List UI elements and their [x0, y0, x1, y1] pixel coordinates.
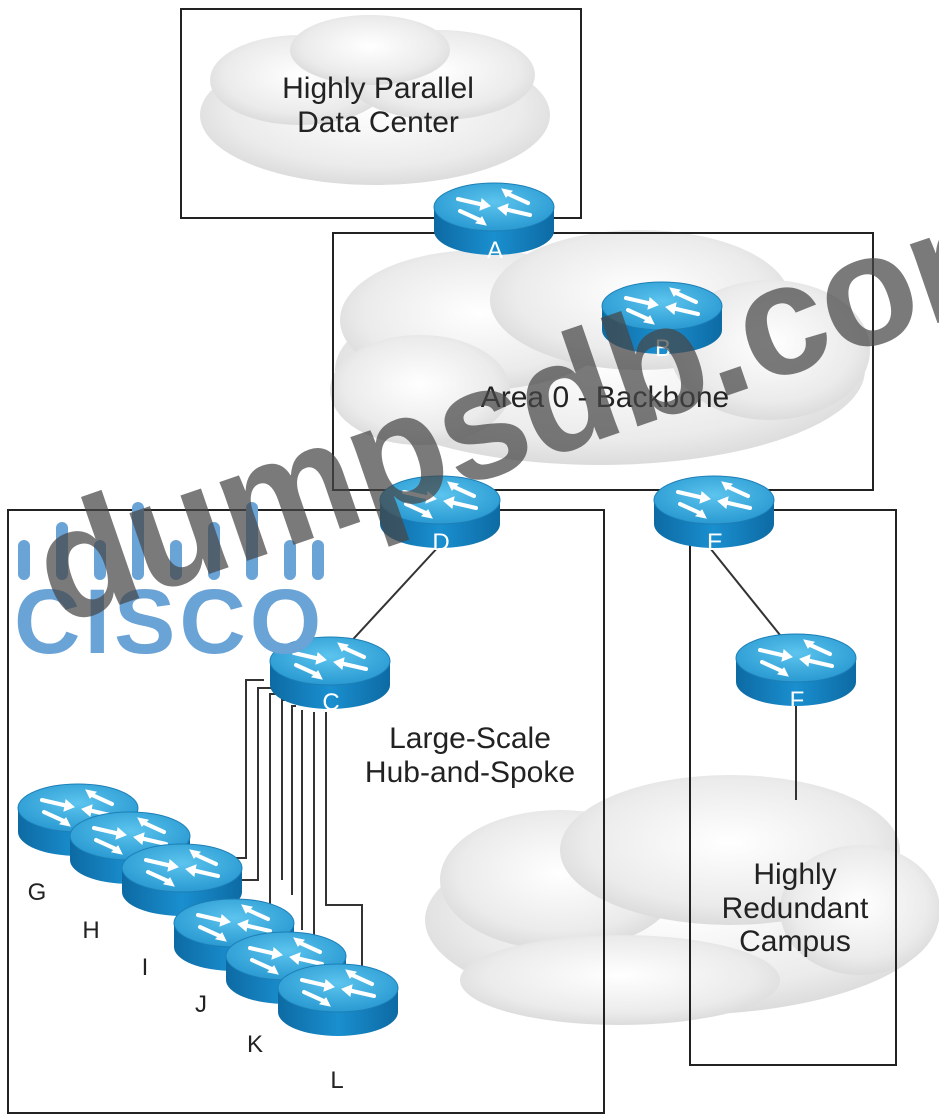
box-backbone	[332, 232, 874, 491]
box-campus	[689, 509, 897, 1066]
router-label-b: B	[654, 335, 671, 362]
router-label-h: H	[82, 917, 100, 944]
router-l	[276, 962, 400, 1038]
label-campus: Highly Redundant Campus	[721, 858, 869, 959]
label-hub-spoke: Large-Scale Hub-and-Spoke	[364, 722, 576, 789]
cloud-campus	[425, 775, 939, 1025]
box-data-center	[180, 8, 582, 219]
cisco-wordmark-watermark: CISCO	[14, 571, 326, 673]
router-label-g: G	[27, 879, 47, 906]
router-label-j: J	[195, 991, 207, 1018]
router-label-f: F	[789, 687, 805, 714]
cisco-logo-watermark	[18, 502, 324, 580]
router-label-i: I	[141, 954, 149, 981]
router-label-e: E	[706, 529, 723, 556]
router-label-k: K	[246, 1031, 263, 1058]
router-label-d: D	[432, 529, 450, 556]
label-backbone: Area 0 - Backbone	[480, 381, 730, 414]
router-label-c: C	[322, 689, 340, 716]
router-label-a: A	[486, 237, 503, 264]
box-hub-spoke	[7, 509, 605, 1114]
label-data-center: Highly Parallel Data Center	[282, 72, 474, 139]
router-label-l: L	[330, 1067, 344, 1094]
cloud-data-center	[200, 15, 550, 185]
